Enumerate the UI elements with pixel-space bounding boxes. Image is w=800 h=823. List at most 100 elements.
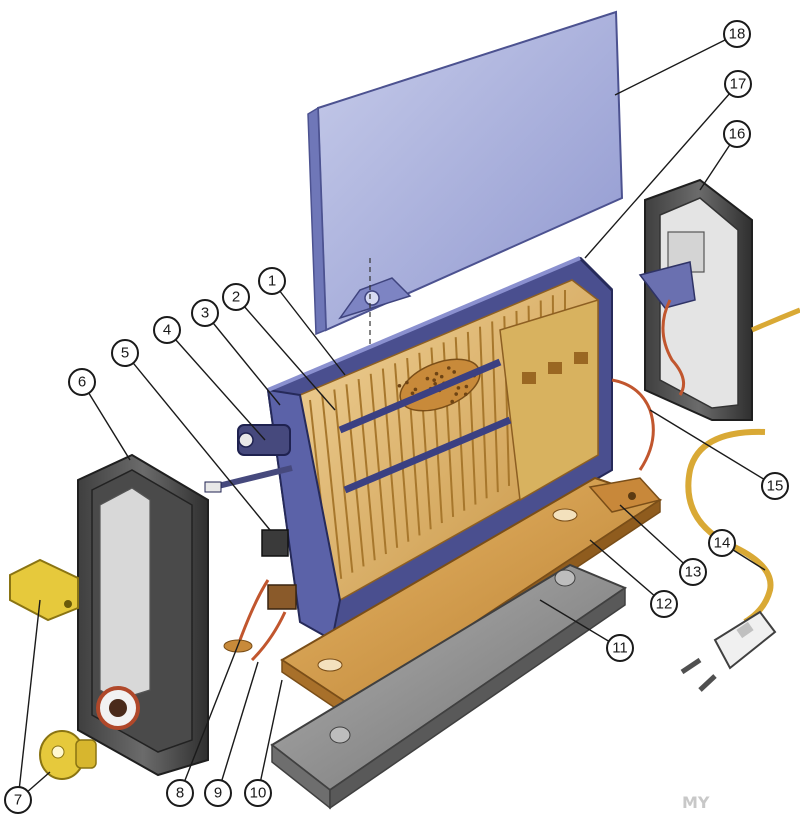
toast-dot <box>410 391 415 396</box>
callout-circle-16 <box>723 120 751 148</box>
callout-leader-10 <box>257 679 283 794</box>
callout-circle-4 <box>153 316 181 344</box>
callout-number-9: 9 <box>214 785 222 802</box>
callout-leader-17 <box>584 83 739 259</box>
callout-circle-15 <box>761 472 789 500</box>
heater-contact-2 <box>548 362 562 374</box>
right-panel-cord-stub <box>751 307 800 333</box>
lever-cap-and-knob <box>9 558 97 780</box>
callout-circle-11 <box>606 634 634 662</box>
heater-rib <box>394 363 410 542</box>
callout-number-15: 15 <box>767 478 784 495</box>
lever-rod <box>209 465 293 491</box>
callout-3: 3 <box>191 299 219 327</box>
control-wire-1 <box>238 579 270 641</box>
callout-leaders <box>17 33 776 801</box>
callout-number-1: 1 <box>268 273 276 290</box>
callout-circle-18 <box>723 20 751 48</box>
toast-dot <box>454 392 458 396</box>
callout-10: 10 <box>244 779 272 807</box>
callout-7: 7 <box>4 786 32 814</box>
callout-11: 11 <box>606 634 634 662</box>
callout-leader-12 <box>589 539 665 605</box>
thermostat-switch <box>261 529 289 557</box>
toast-dot <box>456 386 461 390</box>
callout-12: 12 <box>650 590 678 618</box>
tray-foot-1 <box>329 726 351 744</box>
toast-dot <box>425 376 430 381</box>
callout-5: 5 <box>111 339 139 367</box>
plug-pin-1 <box>680 657 702 675</box>
callout-number-2: 2 <box>232 289 240 306</box>
thermostat-dial-center <box>109 699 127 717</box>
callout-circle-8 <box>166 779 194 807</box>
callout-14: 14 <box>708 529 736 557</box>
toast-dot <box>397 383 402 388</box>
left-panel-slot <box>99 487 151 701</box>
callout-16: 16 <box>723 120 751 148</box>
callout-leader-3 <box>204 312 281 406</box>
heater-mica-plate <box>499 298 599 502</box>
right-panel-bracket <box>638 261 696 309</box>
lever-rod-end <box>204 481 222 493</box>
callout-number-13: 13 <box>685 564 702 581</box>
toast-dot <box>464 384 469 389</box>
heater-rib <box>333 389 354 573</box>
callout-circle-10 <box>244 779 272 807</box>
callout-leader-6 <box>81 381 131 461</box>
callout-number-17: 17 <box>730 76 747 93</box>
callout-18: 18 <box>723 20 751 48</box>
callout-leader-2 <box>235 296 336 411</box>
callout-number-10: 10 <box>250 785 267 802</box>
watermark-text: MY <box>682 793 710 812</box>
callout-number-5: 5 <box>121 345 129 362</box>
internal-wiring <box>611 378 655 471</box>
callout-circle-17 <box>724 70 752 98</box>
callout-1: 1 <box>258 267 286 295</box>
callout-number-18: 18 <box>729 26 746 43</box>
callout-number-12: 12 <box>656 596 673 613</box>
callout-circle-1 <box>258 267 286 295</box>
callout-leader-8 <box>179 639 241 794</box>
thermostat-knob-cap <box>51 745 65 759</box>
callout-circle-7 <box>4 786 32 814</box>
frame-top-rail <box>267 256 581 392</box>
callout-number-16: 16 <box>729 126 746 143</box>
lever-cap-hole <box>64 600 72 608</box>
lever-knob-cap <box>238 432 254 448</box>
crumb-tray <box>270 563 628 810</box>
callout-6: 6 <box>68 368 96 396</box>
callout-leader-13 <box>619 504 694 573</box>
callout-leader-15 <box>649 409 776 487</box>
callout-leader-11 <box>539 599 621 649</box>
callout-leader-4 <box>166 329 266 441</box>
callout-number-4: 4 <box>163 322 171 339</box>
callout-number-14: 14 <box>714 535 731 552</box>
toast-dot <box>432 378 436 383</box>
left-end-panel <box>77 453 209 777</box>
callout-4: 4 <box>153 316 181 344</box>
carriage-bar-lower <box>343 416 512 494</box>
heater-rib <box>491 321 499 493</box>
heater-rib <box>479 326 488 499</box>
toast-dot <box>439 374 444 379</box>
callout-circle-3 <box>191 299 219 327</box>
callout-leader-9 <box>217 661 259 794</box>
carriage-bar-upper <box>338 358 502 434</box>
control-mechanism <box>204 424 297 662</box>
callout-leader-18 <box>614 33 738 96</box>
plug-grip <box>736 621 754 639</box>
callout-number-6: 6 <box>78 374 86 391</box>
heater-rib <box>369 373 387 555</box>
power-cord-cable <box>685 428 774 625</box>
crumb-tray-side <box>329 586 626 810</box>
callout-17: 17 <box>724 70 752 98</box>
right-end-panel <box>638 178 800 421</box>
callout-8: 8 <box>166 779 194 807</box>
heater-rib <box>381 368 399 548</box>
callout-leader-5 <box>124 352 271 531</box>
callout-number-7: 7 <box>14 792 22 809</box>
